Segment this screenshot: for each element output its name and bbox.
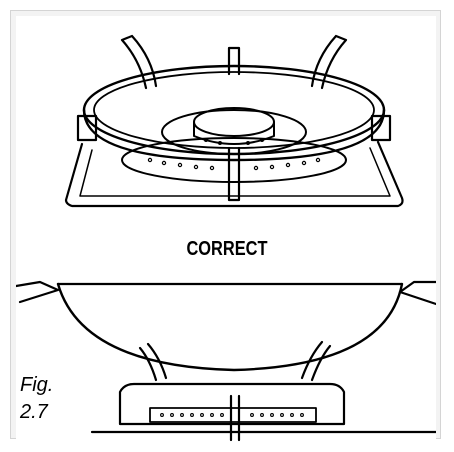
burner-crown xyxy=(193,107,275,137)
support-finger-back xyxy=(227,46,241,76)
wok-bowl xyxy=(56,282,404,372)
flame-ports xyxy=(147,138,321,171)
side-burner-body xyxy=(118,382,346,426)
hob-tray-inner xyxy=(79,147,391,197)
side-support-center xyxy=(229,394,241,442)
wok-support-ring-lip xyxy=(82,108,386,162)
wok-handle-left xyxy=(16,280,60,304)
support-finger-front xyxy=(227,146,241,202)
support-finger-right-back xyxy=(310,34,348,90)
wok-support-ring-inner xyxy=(93,71,375,149)
burner-crown-side xyxy=(193,121,275,145)
figure-prefix: Fig. xyxy=(20,374,54,396)
hob-tray xyxy=(64,140,404,208)
figure-number: 2.7 xyxy=(20,401,48,423)
wok-side-view xyxy=(16,280,436,442)
burner-base-ring xyxy=(121,137,347,183)
support-finger-right xyxy=(370,114,392,142)
side-flame-ports xyxy=(160,413,304,417)
side-support-left xyxy=(138,342,168,382)
wok-handle-right xyxy=(398,280,436,306)
burner-top-view xyxy=(64,34,404,208)
support-finger-left-back xyxy=(120,34,158,90)
support-finger-left xyxy=(76,114,98,142)
side-burner-cap xyxy=(149,407,317,423)
caption-correct: CORRECT xyxy=(186,238,268,260)
figure-label: Fig. 2.7 xyxy=(20,372,53,426)
wok-burner-illustration xyxy=(16,34,436,442)
side-support-right xyxy=(300,340,332,382)
figure-panel xyxy=(16,16,436,442)
